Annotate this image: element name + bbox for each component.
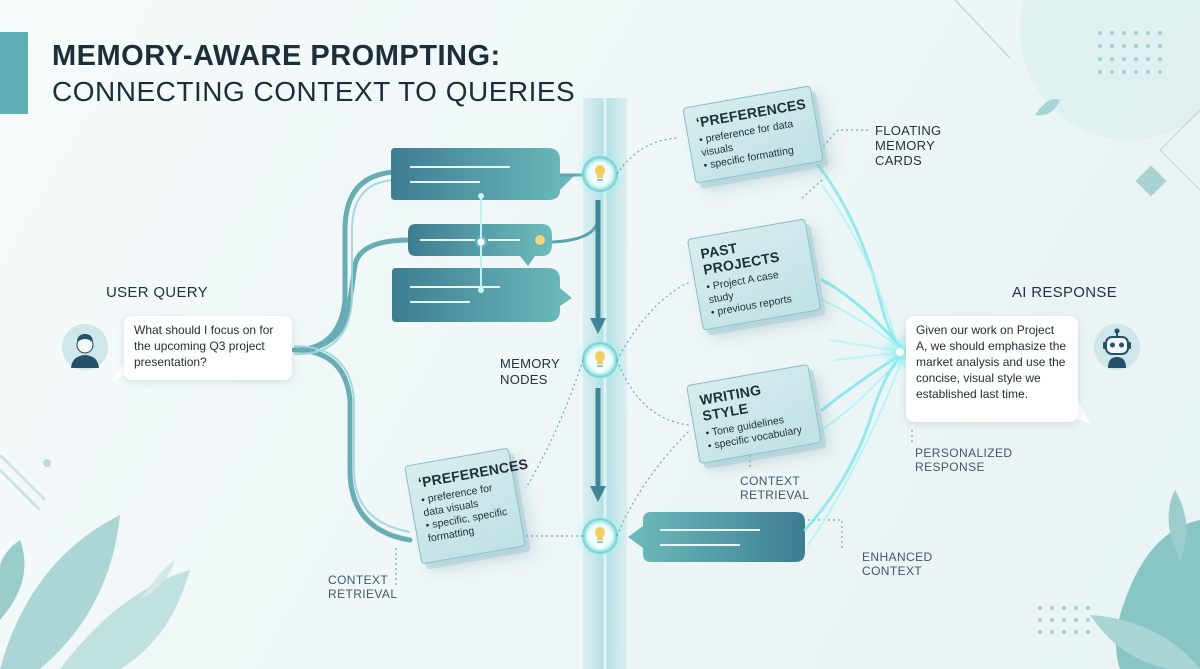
user-avatar-icon: [62, 324, 108, 370]
memory-node-1: [574, 148, 626, 200]
context-retrieval-label-right: CONTEXT RETRIEVAL: [740, 474, 810, 502]
page-subtitle: CONNECTING CONTEXT TO QUERIES: [52, 76, 576, 107]
decor-line: [954, 0, 1011, 59]
query-branches: [291, 169, 413, 543]
robot-avatar-icon: [1094, 324, 1140, 370]
memory-card-preferences-bottom[interactable]: ‘PREFERENCES preference for data visuals…: [404, 447, 529, 565]
page-title: MEMORY-AWARE PROMPTING:: [52, 40, 501, 72]
ai-response-bubble: Given our work on Project A, we should e…: [906, 316, 1078, 422]
user-query-label: USER QUERY: [106, 284, 208, 301]
decor-plant-left: [0, 515, 190, 669]
column-arrows: [590, 200, 606, 502]
user-query-bubble: What should I focus on for the upcoming …: [124, 316, 292, 380]
dotted-links: [395, 129, 913, 585]
decor-leaf: [1035, 99, 1060, 116]
decor-plant-right: [1090, 490, 1200, 669]
personalized-response-label: PERSONALIZED RESPONSE: [915, 446, 1013, 474]
ai-response-label: AI RESPONSE: [1012, 284, 1117, 301]
floating-memory-cards-label: FLOATING MEMORY CARDS: [875, 123, 942, 168]
title-accent-bar: [0, 32, 28, 114]
enhanced-context-pill: [628, 512, 805, 562]
memory-nodes-label: MEMORY NODES: [500, 356, 560, 387]
context-pills: [391, 148, 575, 322]
decor-dots: [1038, 31, 1162, 634]
decor-diamond: [1135, 165, 1167, 197]
memory-node-2: [574, 334, 626, 386]
context-retrieval-label-left: CONTEXT RETRIEVAL: [328, 573, 398, 601]
enhanced-context-label: ENHANCED CONTEXT: [862, 550, 933, 578]
decor-circle: [1020, 0, 1200, 140]
